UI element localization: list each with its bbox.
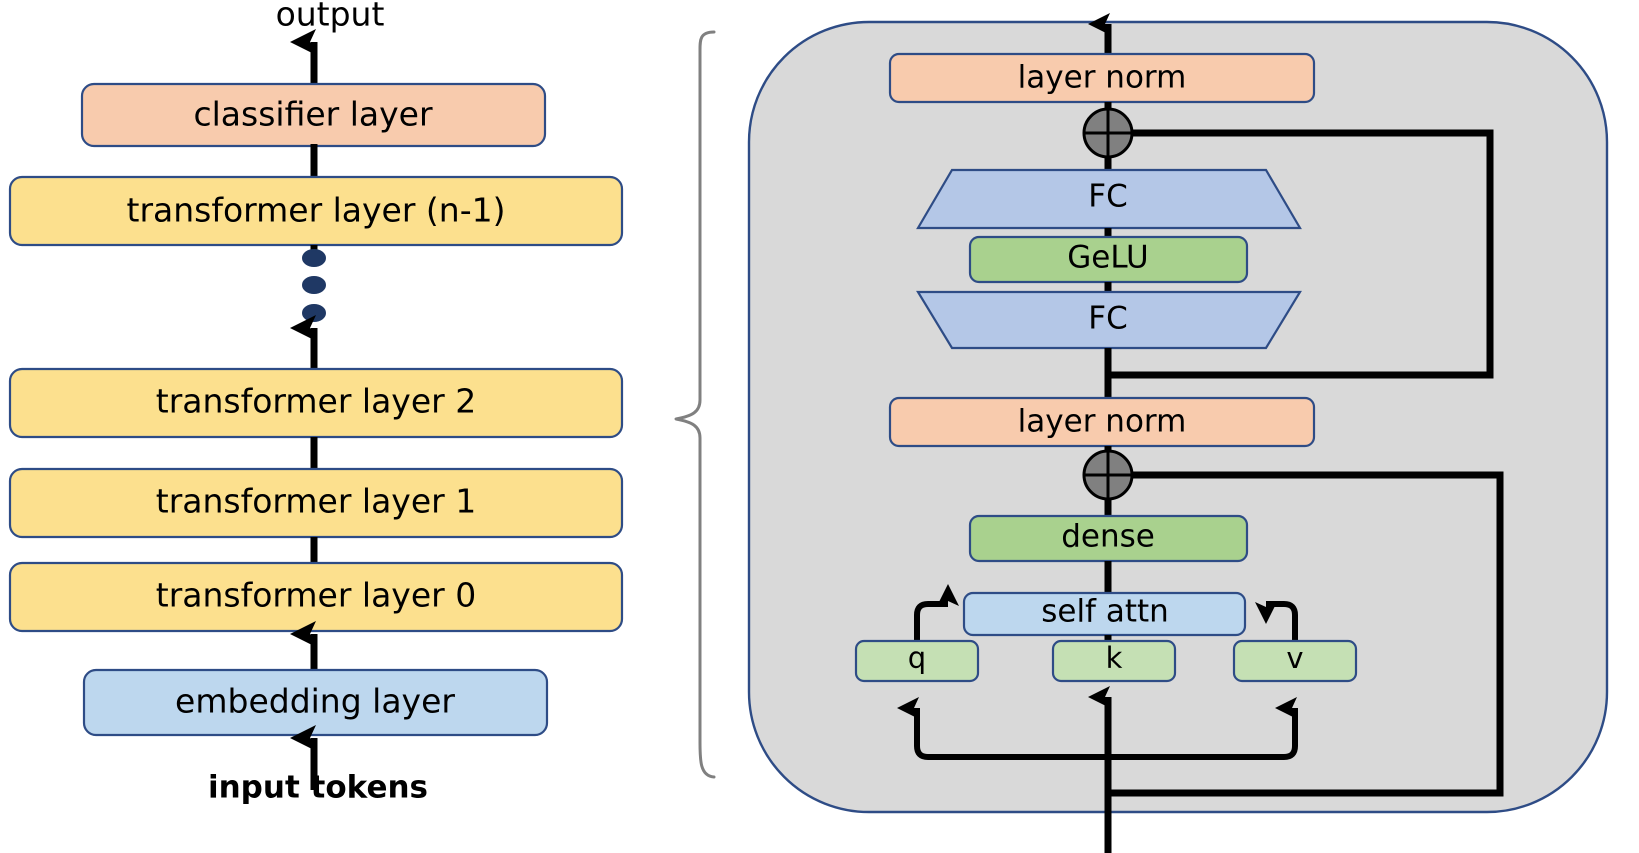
block-dense[interactable]: dense (968, 514, 1249, 563)
block-fc-upper[interactable]: FC (916, 168, 1302, 230)
transformer-0-rect[interactable] (8, 561, 624, 633)
add-node-top (1082, 107, 1134, 159)
branch-input-to-v (1108, 697, 1298, 760)
k-label: k (1106, 641, 1123, 675)
add-top-cross (1084, 109, 1132, 157)
box-transformer-layer-2[interactable]: transformer layer 2 (8, 367, 624, 439)
block-self-attn[interactable]: self attn (962, 591, 1247, 637)
add-node-bottom (1082, 449, 1134, 501)
v-rect[interactable] (1232, 639, 1358, 683)
gelu-label: GeLU (1067, 240, 1149, 276)
block-v[interactable]: v (1232, 639, 1358, 683)
residual-upper-path (1108, 129, 1494, 379)
branch-input-to-q (897, 697, 1108, 760)
dense-label: dense (1061, 519, 1155, 555)
fc-lower-label: FC (1088, 301, 1127, 337)
block-q[interactable]: q (854, 639, 980, 683)
input-tokens-label: input tokens (208, 770, 428, 806)
residual-lower-path (1108, 471, 1504, 797)
fc-upper-trapezoid[interactable] (916, 168, 1302, 230)
block-layer-norm-bottom[interactable]: layer norm (888, 396, 1316, 448)
block-k[interactable]: k (1051, 639, 1177, 683)
arrow-q-to-selfattn (914, 584, 959, 642)
box-transformer-layer-n-1[interactable]: transformer layer (n-1) (8, 175, 624, 247)
self-attn-label: self attn (1041, 594, 1169, 630)
k-rect[interactable] (1051, 639, 1177, 683)
box-classifier-layer[interactable]: classifier layer (80, 82, 547, 148)
arrow-v-to-selfattn (1255, 601, 1298, 642)
fc-upper-label: FC (1088, 179, 1127, 215)
layer-norm-top-rect[interactable] (888, 52, 1316, 104)
block-gelu[interactable]: GeLU (968, 235, 1249, 284)
layer-norm-bottom-rect[interactable] (888, 396, 1316, 448)
block-layer-norm-top[interactable]: layer norm (888, 52, 1316, 104)
add-bottom-cross (1084, 451, 1132, 499)
layer-norm-top-label: layer norm (1018, 60, 1187, 96)
transformer-1-label: transformer layer 1 (156, 482, 476, 521)
q-label: q (908, 641, 926, 675)
block-fc-lower[interactable]: FC (916, 290, 1302, 350)
layer-norm-bottom-label: layer norm (1018, 404, 1187, 440)
classifier-layer-label: classifier layer (193, 95, 432, 134)
transformer-n1-label: transformer layer (n-1) (127, 191, 506, 230)
box-transformer-layer-1[interactable]: transformer layer 1 (8, 467, 624, 539)
box-embedding-layer[interactable]: embedding layer (82, 668, 549, 737)
transformer-2-label: transformer layer 2 (156, 382, 476, 421)
transformer-0-label: transformer layer 0 (156, 576, 476, 615)
v-label: v (1286, 641, 1303, 675)
embedding-layer-label: embedding layer (175, 682, 455, 721)
fc-lower-trapezoid[interactable] (916, 290, 1302, 350)
output-label: output (276, 0, 385, 34)
box-transformer-layer-0[interactable]: transformer layer 0 (8, 561, 624, 633)
q-rect[interactable] (854, 639, 980, 683)
vertical-ellipsis-dots (302, 249, 326, 322)
curly-brace-connector (674, 30, 716, 779)
